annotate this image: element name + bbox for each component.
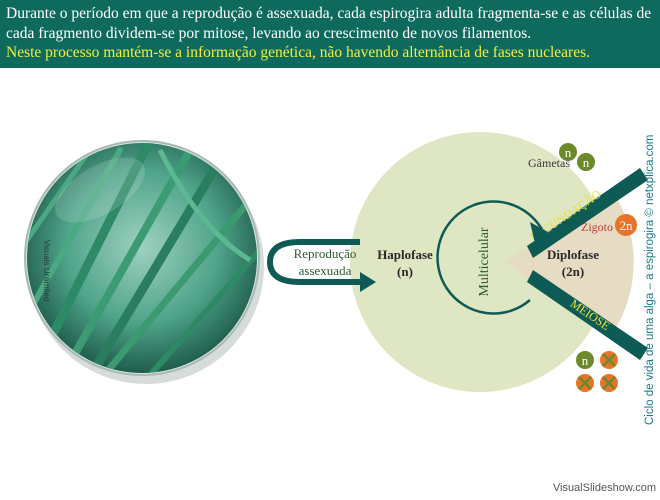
header-banner: Durante o período em que a reprodução é …: [0, 0, 660, 68]
degenerated-spore-2: [576, 374, 594, 392]
zigoto-label: Zigoto: [581, 220, 613, 234]
gametas-label: Gâmetas: [528, 156, 570, 170]
zygote-badge-label: 2n: [620, 218, 634, 233]
asexual-label-line2: assexuada: [299, 263, 352, 278]
side-credit-text: © netxplica.com: [644, 135, 656, 217]
diplofase-title: Diplofase: [547, 247, 599, 262]
gamete-badge-2: [577, 153, 595, 171]
side-title: Ciclo de vida de uma alga – a espirogira…: [644, 135, 656, 425]
haplophase-circle: [350, 132, 610, 392]
side-title-text: Ciclo de vida de uma alga – a espirogira: [644, 219, 656, 425]
diplophase-wedge: [505, 190, 634, 334]
banner-text-line2: Neste processo mantém-se a informação ge…: [6, 44, 590, 61]
gamete-badge-2-label: n: [583, 155, 590, 170]
multicelular-label: Multicelular: [477, 227, 492, 297]
gamete-badge-1: [559, 143, 577, 161]
surviving-spore-label: n: [582, 353, 589, 368]
algae-filaments: [27, 143, 257, 373]
haplofase-title: Haplofase: [377, 247, 433, 262]
banner-text-line1: Durante o período em que a reprodução é …: [6, 5, 652, 42]
gametes: n n Gâmetas: [528, 143, 595, 171]
meiosis-products: n: [576, 351, 618, 392]
diplofase-ploidy: (2n): [562, 264, 584, 279]
asexual-label-line1: Reprodução: [294, 246, 357, 261]
watermark-footer: VisualSlideshow.com: [552, 482, 656, 494]
asexual-reproduction-arrow: [266, 239, 376, 292]
gamete-badge-1-label: n: [565, 145, 572, 160]
degenerated-spore-1: [600, 351, 618, 369]
surviving-spore-badge: [576, 351, 594, 369]
spirogyra-photo: Visuals Unlimited: [24, 140, 264, 384]
photo-credit: Visuals Unlimited: [42, 240, 51, 301]
multicelular-arrow: [436, 200, 548, 315]
zygote: Zigoto 2n: [581, 214, 637, 236]
degenerated-spore-3: [600, 374, 618, 392]
zygote-badge: [615, 214, 637, 236]
haplofase-ploidy: (n): [397, 264, 413, 279]
multicelular-arrowhead: [530, 222, 548, 248]
